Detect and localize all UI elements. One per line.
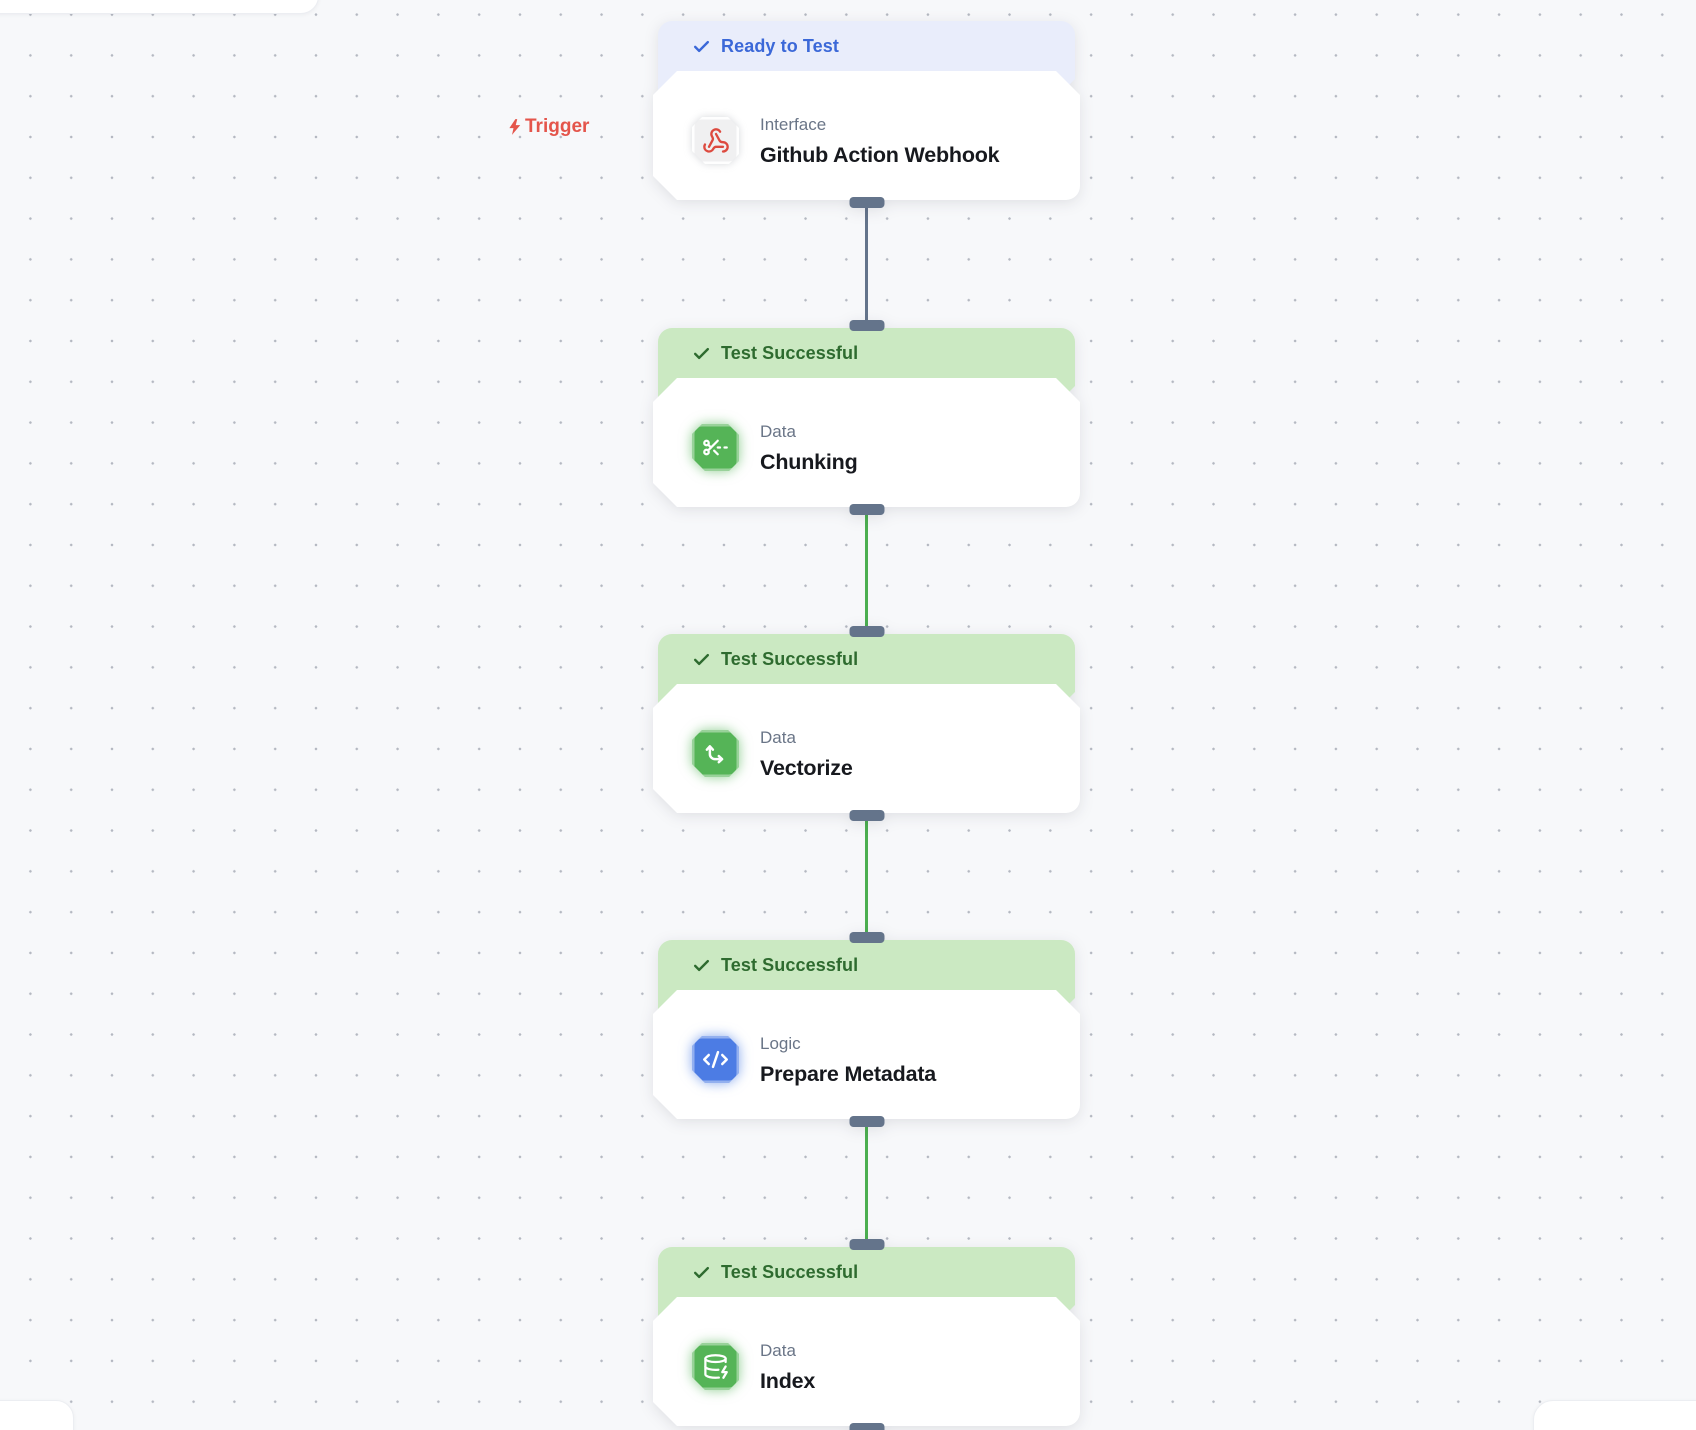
node-card: Interface Github Action Webhook (653, 71, 1080, 200)
input-handle[interactable] (849, 626, 884, 637)
output-handle[interactable] (849, 1116, 884, 1127)
input-handle[interactable] (849, 1239, 884, 1250)
node-chunking[interactable]: Test Successful Data Chunking (653, 320, 1080, 515)
edge-prepare-metadata-to-index (865, 1117, 868, 1257)
scissors-line-dashed-icon (692, 424, 739, 471)
bottom-right-panel-edge (1533, 1400, 1696, 1430)
node-title: Index (760, 1368, 816, 1393)
node-status-label: Ready to Test (721, 36, 839, 56)
output-handle[interactable] (849, 810, 884, 821)
axes-arrows-icon (692, 730, 739, 777)
node-status-label: Test Successful (721, 1262, 859, 1282)
edge-vectorize-to-prepare-metadata (865, 811, 868, 951)
code-icon (692, 1036, 739, 1083)
node-status-label: Test Successful (721, 955, 859, 975)
input-handle[interactable] (849, 932, 884, 943)
node-category: Data (760, 421, 796, 441)
check-icon (692, 650, 711, 669)
bottom-left-panel-edge (0, 1400, 74, 1430)
node-status-label: Test Successful (721, 649, 859, 669)
node-category: Interface (760, 114, 827, 134)
node-category: Data (760, 1340, 796, 1360)
database-zap-icon (692, 1343, 739, 1390)
node-prepare-metadata[interactable]: Test Successful Logic Prepare Metadata (653, 932, 1080, 1127)
trigger-label: Trigger (506, 116, 589, 138)
check-icon (692, 344, 711, 363)
input-handle[interactable] (849, 320, 884, 331)
node-card: Data Index (653, 1297, 1080, 1426)
check-icon (692, 37, 711, 56)
output-handle[interactable] (849, 1423, 884, 1430)
lightning-bolt-icon (509, 119, 521, 135)
node-title: Vectorize (760, 755, 853, 780)
trigger-text: Trigger (525, 116, 590, 137)
top-toolbar-edge (0, 0, 319, 14)
node-github-action-webhook[interactable]: Ready to Test Interface Github Action We… (653, 21, 1080, 208)
node-status-label: Test Successful (721, 343, 859, 363)
node-card: Data Chunking (653, 378, 1080, 507)
node-category: Logic (760, 1033, 801, 1053)
node-index[interactable]: Test Successful Data Index (653, 1239, 1080, 1430)
webhook-icon (692, 117, 739, 164)
check-icon (692, 956, 711, 975)
node-category: Data (760, 727, 796, 747)
node-title: Github Action Webhook (760, 142, 1000, 167)
node-vectorize[interactable]: Test Successful Data Vectorize (653, 626, 1080, 821)
edge-chunking-to-vectorize (865, 505, 868, 645)
check-icon (692, 1263, 711, 1282)
node-card: Data Vectorize (653, 684, 1080, 813)
output-handle[interactable] (849, 197, 884, 208)
node-card: Logic Prepare Metadata (653, 990, 1080, 1119)
output-handle[interactable] (849, 504, 884, 515)
node-title: Chunking (760, 449, 858, 474)
node-title: Prepare Metadata (760, 1061, 937, 1086)
edge-webhook-to-chunking (865, 198, 868, 338)
